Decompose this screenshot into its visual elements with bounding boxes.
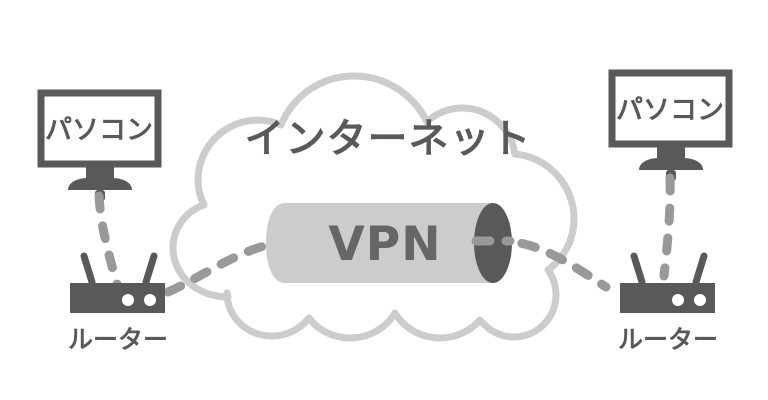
connection-left-router-to-vpn <box>163 239 277 297</box>
left-router-led-2 <box>144 294 156 306</box>
right-router-led-2 <box>694 294 706 306</box>
internet-cloud-label: インターネット <box>245 116 532 162</box>
right-monitor-neck <box>657 147 685 158</box>
tunnel-icon <box>266 203 515 283</box>
connection-right-pc-to-right-router <box>659 173 675 281</box>
right-router-antenna-1 <box>630 252 646 286</box>
connection-left-pc-to-left-router <box>94 191 123 293</box>
vpn-cylinder-body <box>266 203 493 283</box>
left-router-icon <box>70 252 165 313</box>
right-pc-label: パソコン <box>616 95 724 126</box>
right-monitor-frame <box>608 69 733 148</box>
right-monitor-base <box>639 158 703 170</box>
left-router-label: ルーター <box>68 325 168 354</box>
left-pc-monitor-icon <box>37 89 162 201</box>
right-router-led-1 <box>672 294 684 306</box>
left-router-led-1 <box>122 294 134 306</box>
left-router-antenna-1 <box>80 252 96 286</box>
left-pc-label: パソコン <box>45 115 153 146</box>
right-pc-monitor-icon <box>608 69 733 181</box>
vpn-tunnel-label: VPN <box>328 217 441 272</box>
left-router-antenna-2 <box>142 252 158 286</box>
left-monitor-base <box>68 178 132 190</box>
right-router-antenna-2 <box>692 252 708 286</box>
left-monitor-frame <box>37 89 162 168</box>
right-router-icon <box>620 252 715 313</box>
right-router-label: ルーター <box>618 325 718 354</box>
left-monitor-neck <box>86 167 114 178</box>
